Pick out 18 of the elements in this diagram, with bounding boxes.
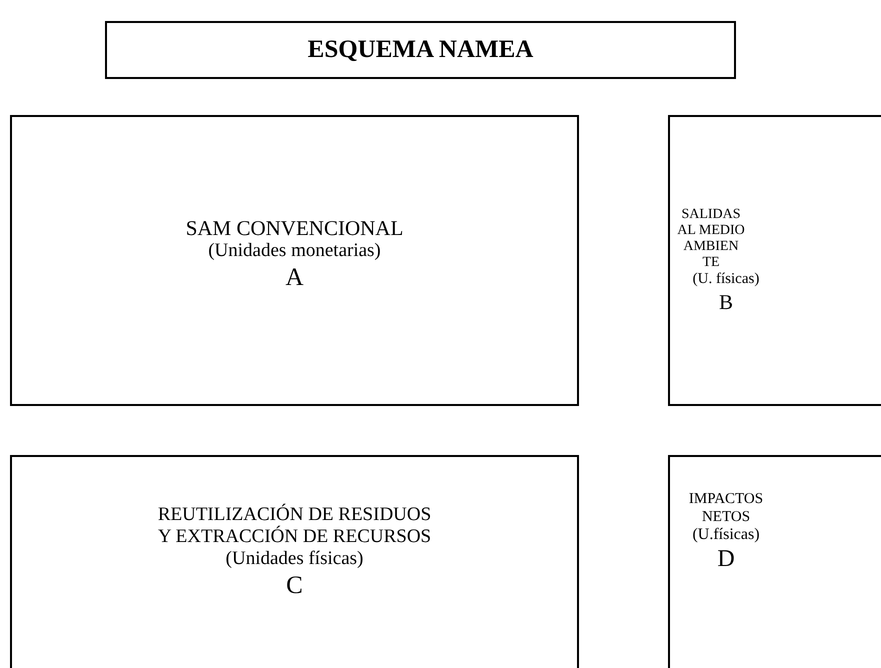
unit-note: (U.físicas) [691, 526, 761, 544]
section-letter: D [716, 546, 736, 574]
process-box [668, 115, 881, 406]
box-heading: SALIDAS AL MEDIO AMBIEN TE [676, 206, 746, 271]
box-heading: ESQUEMA NAMEA [306, 36, 534, 64]
process-box [10, 115, 579, 406]
box-heading: IMPACTOS NETOS [688, 491, 764, 526]
box-heading: SAM CONVENCIONAL [184, 216, 404, 240]
section-letter: C [285, 572, 304, 601]
unit-note: (Unidades físicas) [224, 548, 364, 570]
box-heading: REUTILIZACIÓN DE RESIDUOS Y EXTRACCIÓN DE RECURSOS [156, 504, 432, 548]
section-letter: A [284, 264, 305, 293]
section-letter: B [718, 290, 734, 314]
unit-note: (Unidades monetarias) [207, 240, 382, 262]
unit-note: (U. físicas) [692, 270, 760, 288]
process-box [668, 455, 881, 668]
process-box [10, 455, 579, 668]
title-box [105, 21, 736, 79]
